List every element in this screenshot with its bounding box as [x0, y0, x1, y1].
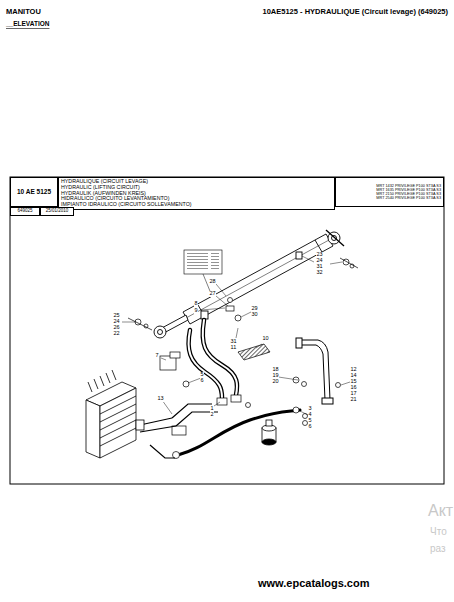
- callout-number: 1: [210, 406, 214, 412]
- callout-number: 17: [350, 391, 357, 397]
- lift-cylinder: [154, 230, 344, 338]
- callout-number: 29: [251, 306, 258, 312]
- callout-number: 5: [200, 372, 204, 378]
- callout-number: 10: [262, 336, 269, 342]
- control-valve: [86, 370, 144, 458]
- title-block-text: MRT 1635 PRIVILEGE P100 ST3A S3: [338, 188, 441, 192]
- title-block-text: MRT 2540 PRIVILEGE P100 ST3A S3: [338, 196, 441, 200]
- callout-number: 15: [350, 379, 357, 385]
- drawing-frame: [10, 177, 444, 484]
- callout-number: 24: [113, 319, 120, 325]
- title-block-text: MRT 2150 PRIVILEGE P100 ST3A S3: [338, 192, 441, 196]
- callout-number: 6: [308, 424, 312, 430]
- watermark-url: www.epcatalogs.com: [258, 578, 369, 589]
- callout-number: 3: [308, 406, 312, 412]
- callout-number: 31: [316, 264, 323, 270]
- callout-number: 18: [272, 367, 279, 373]
- title-block-code: 10 AE 5125: [10, 177, 58, 207]
- title-block-date: 25/01/2010: [40, 207, 74, 216]
- pin-hardware: [128, 258, 358, 388]
- callout-number: 27: [209, 291, 216, 297]
- callout-number: 9: [194, 308, 198, 314]
- callout-number: 16: [350, 385, 357, 391]
- wear-pad: [238, 344, 270, 360]
- callout-number: 21: [350, 397, 357, 403]
- hydraulic-hose: [178, 320, 300, 455]
- leader-line: [122, 256, 350, 415]
- callout-number: 11: [230, 345, 237, 351]
- callout-number: 19: [272, 373, 279, 379]
- title-block-text: 25/01/2010: [43, 209, 71, 214]
- title-block-text: MRT 1432 PRIVILEGE P100 ST3A S3: [338, 184, 441, 188]
- callout-number: 7: [155, 353, 159, 359]
- callout-number: 30: [251, 312, 258, 318]
- callout-number: 8: [194, 301, 198, 307]
- callout-number: 2: [210, 412, 214, 418]
- title-block-text: IMPIANTO IDRAULICO (CIRCUITO SOLLEVAMENT…: [61, 202, 332, 208]
- callout-number: 25: [113, 313, 120, 319]
- callout-number: 5: [308, 418, 312, 424]
- title-block-ref: 649025: [10, 207, 40, 216]
- callout-number: 6: [200, 378, 204, 384]
- os-watermark: Акт: [428, 503, 453, 519]
- callout-number: 24: [316, 258, 323, 264]
- fitting: [160, 298, 308, 459]
- callout-number: 4: [308, 412, 312, 418]
- title-block-models: MRT 1432 PRIVILEGE P100 ST3A S3MRT 1635 …: [335, 177, 444, 207]
- callout-number: 23: [316, 252, 323, 258]
- callout-number: 14: [350, 373, 357, 379]
- title-block-text: 10 AE 5125: [13, 188, 55, 195]
- callout-number: 26: [113, 325, 120, 331]
- rigid-tube: [140, 404, 218, 458]
- callout-number: 28: [209, 279, 216, 285]
- section-name: __ELEVATION: [6, 21, 49, 28]
- callout-number: 22: [113, 331, 120, 337]
- callout-number: 12: [350, 367, 357, 373]
- callout-number: 31: [230, 339, 237, 345]
- title-block-description: HYDRAULIQUE (CIRCUIT LEVAGE)HYDRAULIC (L…: [58, 177, 335, 210]
- title-block-text: 649025: [13, 209, 37, 214]
- os-watermark: раз: [430, 544, 446, 554]
- callout-number: 32: [316, 270, 323, 276]
- decal-tag: [184, 250, 222, 296]
- callout-number: 13: [157, 396, 164, 402]
- pipe-bend: [296, 338, 333, 404]
- heading-rule: [6, 28, 49, 29]
- page-title: 10AE5125 - HYDRAULIQUE (Circuit levage) …: [263, 8, 448, 16]
- os-watermark: Что: [430, 527, 447, 537]
- accumulator: [262, 420, 276, 445]
- brand-name: MANITOU: [6, 8, 41, 16]
- callout-number: 20: [272, 379, 279, 385]
